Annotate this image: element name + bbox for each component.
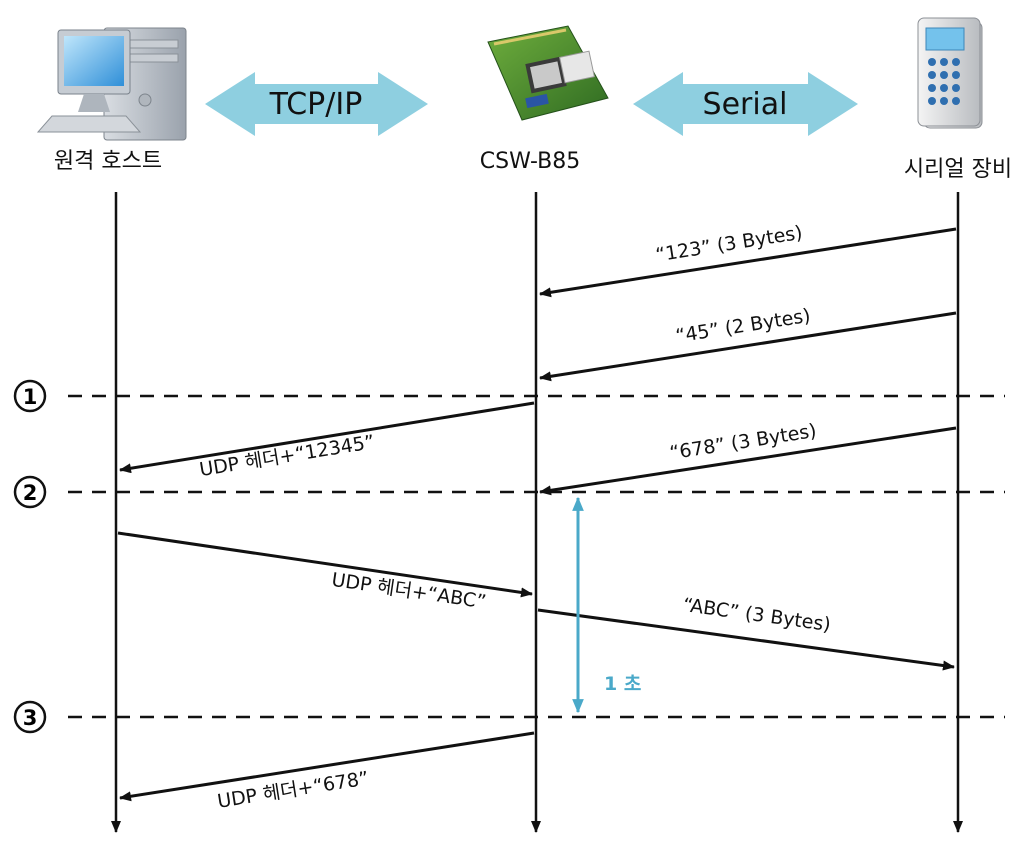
serial-device-icon xyxy=(917,17,983,129)
message-label-udp-12345: UDP 헤더+“12345” xyxy=(198,431,376,481)
message-arrow-678 xyxy=(539,426,957,496)
message-arrow-udp-678 xyxy=(119,731,535,802)
message-arrow-udp-12345 xyxy=(119,401,535,474)
remote-host-label: 원격 호스트 xyxy=(54,149,162,174)
serial-link-arrow: Serial xyxy=(633,72,858,136)
module-board-icon xyxy=(487,25,609,121)
computer-icon xyxy=(36,27,187,141)
marker-1-digit: 1 xyxy=(23,385,38,409)
message-label-udp-678: UDP 헤더+“678” xyxy=(216,767,370,812)
message-label-abc: “ABC” (3 Bytes) xyxy=(682,594,832,636)
message-arrow-45 xyxy=(539,311,957,382)
marker-3: ③ 3 xyxy=(13,700,47,734)
timeout-duration-label: 1 초 xyxy=(604,673,641,695)
tcp-ip-label: TCP/IP xyxy=(269,87,363,122)
message-arrow-123 xyxy=(539,227,957,298)
module-label: CSW-B85 xyxy=(480,149,580,174)
message-label-123: “123” (3 Bytes) xyxy=(654,222,804,267)
serial-label: Serial xyxy=(703,87,788,122)
message-label-45: “45” (2 Bytes) xyxy=(674,305,812,348)
marker-1: ① 1 xyxy=(13,379,47,413)
marker-2-digit: 2 xyxy=(23,481,38,505)
message-arrow-udp-abc xyxy=(117,531,533,598)
serial-device-label: 시리얼 장비 xyxy=(904,157,1012,182)
marker-2: ② 2 xyxy=(13,475,47,509)
marker-3-digit: 3 xyxy=(23,706,38,730)
message-label-678: “678” (3 Bytes) xyxy=(668,420,818,464)
tcp-ip-link-arrow: TCP/IP xyxy=(205,72,428,136)
message-arrow-abc xyxy=(537,608,955,671)
